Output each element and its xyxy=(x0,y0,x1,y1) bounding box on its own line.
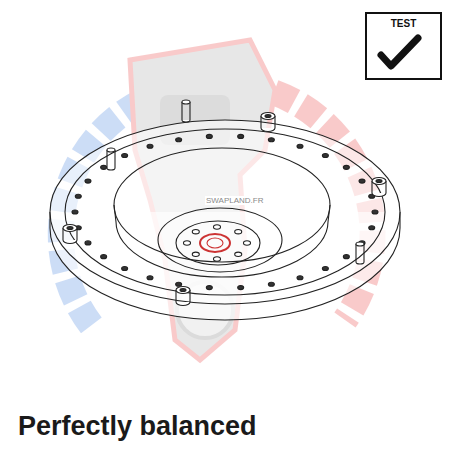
stud xyxy=(63,225,77,244)
bolt-hole xyxy=(122,266,128,270)
bolt-hole xyxy=(147,276,153,280)
bolt-hole xyxy=(85,241,91,245)
bolt-hole xyxy=(322,266,328,270)
bolt-hole xyxy=(75,194,81,198)
hub-hole xyxy=(235,229,242,233)
hub-hole xyxy=(214,257,221,261)
bolt-hole xyxy=(297,276,303,280)
hub-hole xyxy=(244,241,251,245)
check-mark xyxy=(381,38,418,66)
test-badge: TEST xyxy=(365,12,442,80)
bolt-hole xyxy=(85,179,91,183)
bolt-hole xyxy=(268,282,274,286)
hub-hole xyxy=(192,229,199,233)
caption: Perfectly balanced xyxy=(18,411,257,442)
bolt-hole xyxy=(322,154,328,158)
bolt-hole xyxy=(343,165,349,169)
stud xyxy=(261,113,275,132)
badge-label: TEST xyxy=(367,18,440,29)
hub-hole xyxy=(184,241,191,245)
bolt-hole xyxy=(101,165,107,169)
bolt-hole xyxy=(206,134,212,138)
stud xyxy=(176,287,190,306)
watermark-text: SWAPLAND.FR xyxy=(205,196,265,205)
bolt-hole xyxy=(359,179,365,183)
stud xyxy=(372,178,386,197)
flywheel xyxy=(50,100,400,320)
hub-hole xyxy=(192,252,199,256)
bolt-hole xyxy=(176,282,182,286)
bolt-hole xyxy=(369,226,375,230)
bolt-hole xyxy=(297,144,303,148)
bolt-hole xyxy=(372,210,378,214)
hub-hole xyxy=(214,225,221,229)
stud xyxy=(107,148,115,170)
bolt-hole xyxy=(238,286,244,290)
bolt-hole xyxy=(176,138,182,142)
stud xyxy=(182,100,190,122)
bolt-hole xyxy=(343,255,349,259)
bolt-hole xyxy=(122,154,128,158)
bolt-hole xyxy=(206,286,212,290)
stud xyxy=(356,242,364,264)
bolt-hole xyxy=(101,255,107,259)
hub-hole xyxy=(235,252,242,256)
bolt-hole xyxy=(147,144,153,148)
bolt-hole xyxy=(238,134,244,138)
bolt-hole xyxy=(268,138,274,142)
bolt-hole xyxy=(72,210,78,214)
